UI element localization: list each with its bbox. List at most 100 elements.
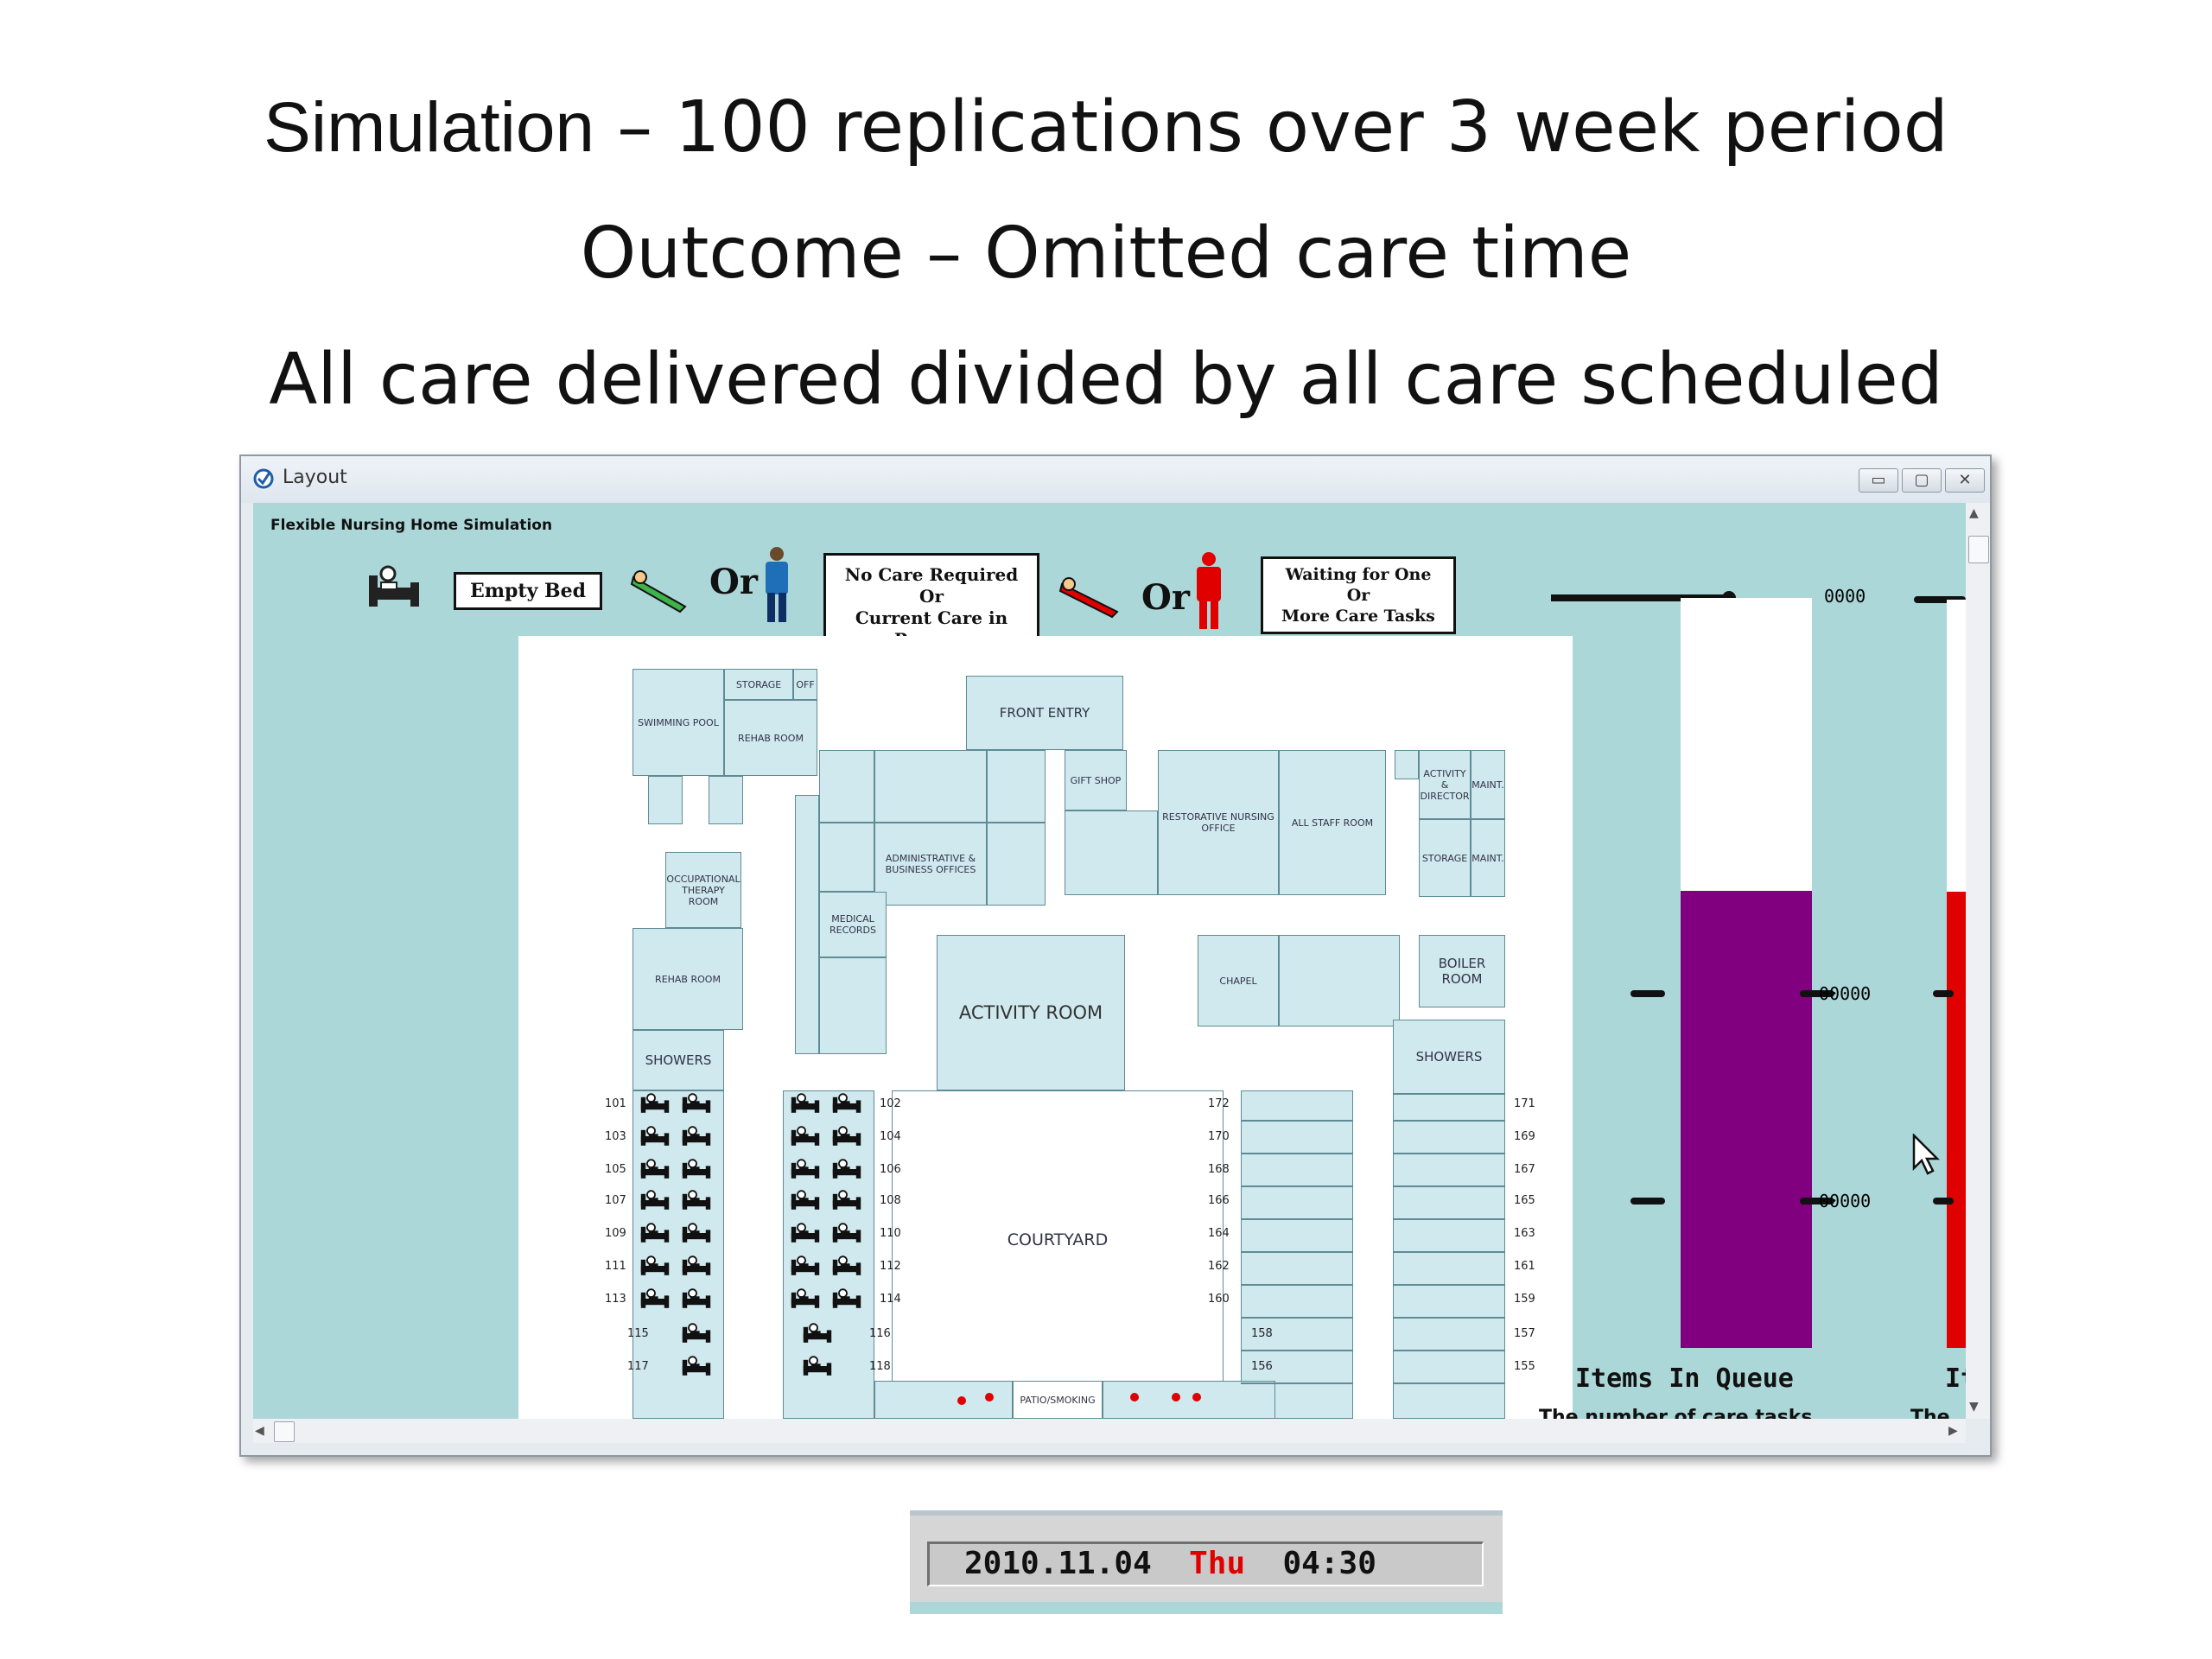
room-gift-shop: GIFT SHOP: [1065, 750, 1127, 810]
legend-no-care: No Care Required Or Current Care in Proc…: [823, 553, 1039, 650]
room-divider: [1241, 1120, 1353, 1122]
empty-bed-icon: [369, 565, 419, 607]
meter-left-sublabel: The number of care tasks: [1539, 1407, 1813, 1419]
horizontal-scroll-thumb[interactable]: [274, 1421, 295, 1442]
meter-right-label: It: [1945, 1363, 1966, 1394]
slide-line-1: Simulation – 100 replications over 3 wee…: [0, 85, 2212, 171]
room-activity: ACTIVITY ROOM: [937, 935, 1125, 1090]
room-num: 101: [605, 1097, 626, 1110]
resident-bed-icon: [831, 1189, 866, 1213]
meter-right-sublabel: The n: [1910, 1407, 1950, 1419]
room-business-office: [987, 823, 1046, 906]
room-num: 165: [1514, 1194, 1535, 1207]
room-admission: [1065, 810, 1158, 895]
resident-bed-icon: [831, 1125, 866, 1149]
patient-standing-red-icon: [1197, 552, 1221, 629]
resident-bed-icon: [639, 1222, 674, 1246]
room-divider: [1241, 1153, 1353, 1154]
courtyard: COURTYARD: [892, 1090, 1224, 1389]
legend-waiting-line-2: Or: [1346, 586, 1370, 605]
legend-or-2: Or: [1141, 577, 1190, 618]
room-medical-records: MEDICAL RECORDS: [819, 892, 887, 957]
resident-bed-icon: [681, 1287, 715, 1312]
legend-waiting-line-3: More Care Tasks: [1281, 607, 1435, 626]
scroll-left-arrow-icon[interactable]: ◀: [255, 1424, 264, 1438]
meter-right-tube: [1947, 600, 1966, 1348]
wing-col-4: [1393, 1094, 1505, 1419]
room-num: 168: [1208, 1163, 1230, 1176]
room-num: 104: [880, 1130, 901, 1143]
floor-plan: SWIMMING POOL STORAGE OFF REHAB ROOM OCC…: [518, 636, 1573, 1419]
room-num: 156: [1251, 1360, 1273, 1373]
room-showers-right: SHOWERS: [1393, 1020, 1505, 1094]
room-num: 113: [605, 1293, 626, 1306]
room-num: 167: [1514, 1163, 1535, 1176]
room-num: 102: [880, 1097, 901, 1110]
room-num: 161: [1514, 1260, 1535, 1273]
room-divider: [1393, 1350, 1505, 1351]
room-num: 109: [605, 1227, 626, 1240]
resident-bed-icon: [790, 1189, 824, 1213]
room-storage-right: STORAGE: [1419, 819, 1471, 897]
vertical-scrollbar[interactable]: ▲ ▼: [1966, 503, 1990, 1419]
waiting-marker-icon: [1192, 1393, 1201, 1402]
window-title: Layout: [283, 467, 347, 488]
room-num: 107: [605, 1194, 626, 1207]
minimize-button[interactable]: ▭: [1859, 468, 1898, 493]
room-occupational-therapy: OCCUPATIONAL THERAPY ROOM: [665, 852, 741, 928]
room-small-a: [648, 776, 683, 824]
room-num: 103: [605, 1130, 626, 1143]
close-button[interactable]: ✕: [1945, 468, 1985, 493]
meter-right-fill: [1947, 891, 1966, 1348]
horizontal-scrollbar[interactable]: ◀ ▶: [253, 1419, 1966, 1443]
clock-date: 2010.11.04: [964, 1546, 1152, 1581]
vertical-scroll-thumb[interactable]: [1968, 536, 1989, 563]
resident-bed-icon: [681, 1189, 715, 1213]
layout-window: Layout ▭ ▢ ✕ Flexible Nursing Home Simul…: [239, 454, 1992, 1457]
resident-bed-icon: [681, 1125, 715, 1149]
meter-left-label: Items In Queue: [1575, 1363, 1794, 1394]
room-num: 157: [1514, 1327, 1535, 1340]
resident-bed-icon: [831, 1158, 866, 1182]
clock-day: Thu: [1189, 1546, 1246, 1581]
room-divider: [1241, 1317, 1353, 1319]
resident-bed-icon: [681, 1322, 715, 1346]
simulation-canvas[interactable]: Flexible Nursing Home Simulation Empty B…: [253, 503, 1966, 1419]
room-divider: [1393, 1284, 1505, 1286]
room-num: 166: [1208, 1194, 1230, 1207]
resident-bed-icon: [681, 1355, 715, 1379]
room-office-d: [819, 823, 874, 892]
maximize-button[interactable]: ▢: [1902, 468, 1942, 493]
waiting-marker-icon: [1172, 1393, 1180, 1402]
room-num: 108: [880, 1194, 901, 1207]
resident-bed-icon: [790, 1222, 824, 1246]
scroll-down-arrow-icon[interactable]: ▼: [1969, 1400, 1979, 1414]
window-titlebar[interactable]: Layout ▭ ▢ ✕: [241, 456, 1990, 503]
scroll-right-arrow-icon[interactable]: ▶: [1948, 1424, 1958, 1438]
scroll-up-arrow-icon[interactable]: ▲: [1969, 506, 1979, 520]
room-small-c: [1395, 750, 1419, 779]
resident-bed-icon: [831, 1222, 866, 1246]
room-maint-1: MAINT.: [1471, 750, 1505, 819]
room-num: 155: [1514, 1360, 1535, 1373]
resident-bed-icon: [639, 1255, 674, 1279]
meter-left-mid-tick-right: [1800, 990, 1834, 997]
resident-bed-icon: [802, 1355, 836, 1379]
room-boiler: BOILER ROOM: [1419, 935, 1505, 1007]
room-divider: [1241, 1251, 1353, 1253]
patient-standing-blue-icon: [766, 547, 788, 622]
resident-bed-icon: [681, 1158, 715, 1182]
resident-bed-icon: [831, 1255, 866, 1279]
room-front-entry: FRONT ENTRY: [966, 676, 1123, 750]
legend-empty-bed: Empty Bed: [454, 572, 602, 610]
meter-right-mid-tick: [1933, 990, 1954, 997]
room-divider: [1393, 1153, 1505, 1154]
room-divider: [1393, 1185, 1505, 1187]
resident-bed-icon: [639, 1287, 674, 1312]
meter-left-low-tick-right: [1800, 1198, 1834, 1205]
room-maint-2: MAINT.: [1471, 819, 1505, 897]
slide-line-2-bold: Outcome: [580, 213, 904, 295]
room-num: 170: [1208, 1130, 1230, 1143]
slide-line-1-rest: – 100 replications over 3 week period: [594, 86, 1948, 168]
room-divider: [1393, 1251, 1505, 1253]
